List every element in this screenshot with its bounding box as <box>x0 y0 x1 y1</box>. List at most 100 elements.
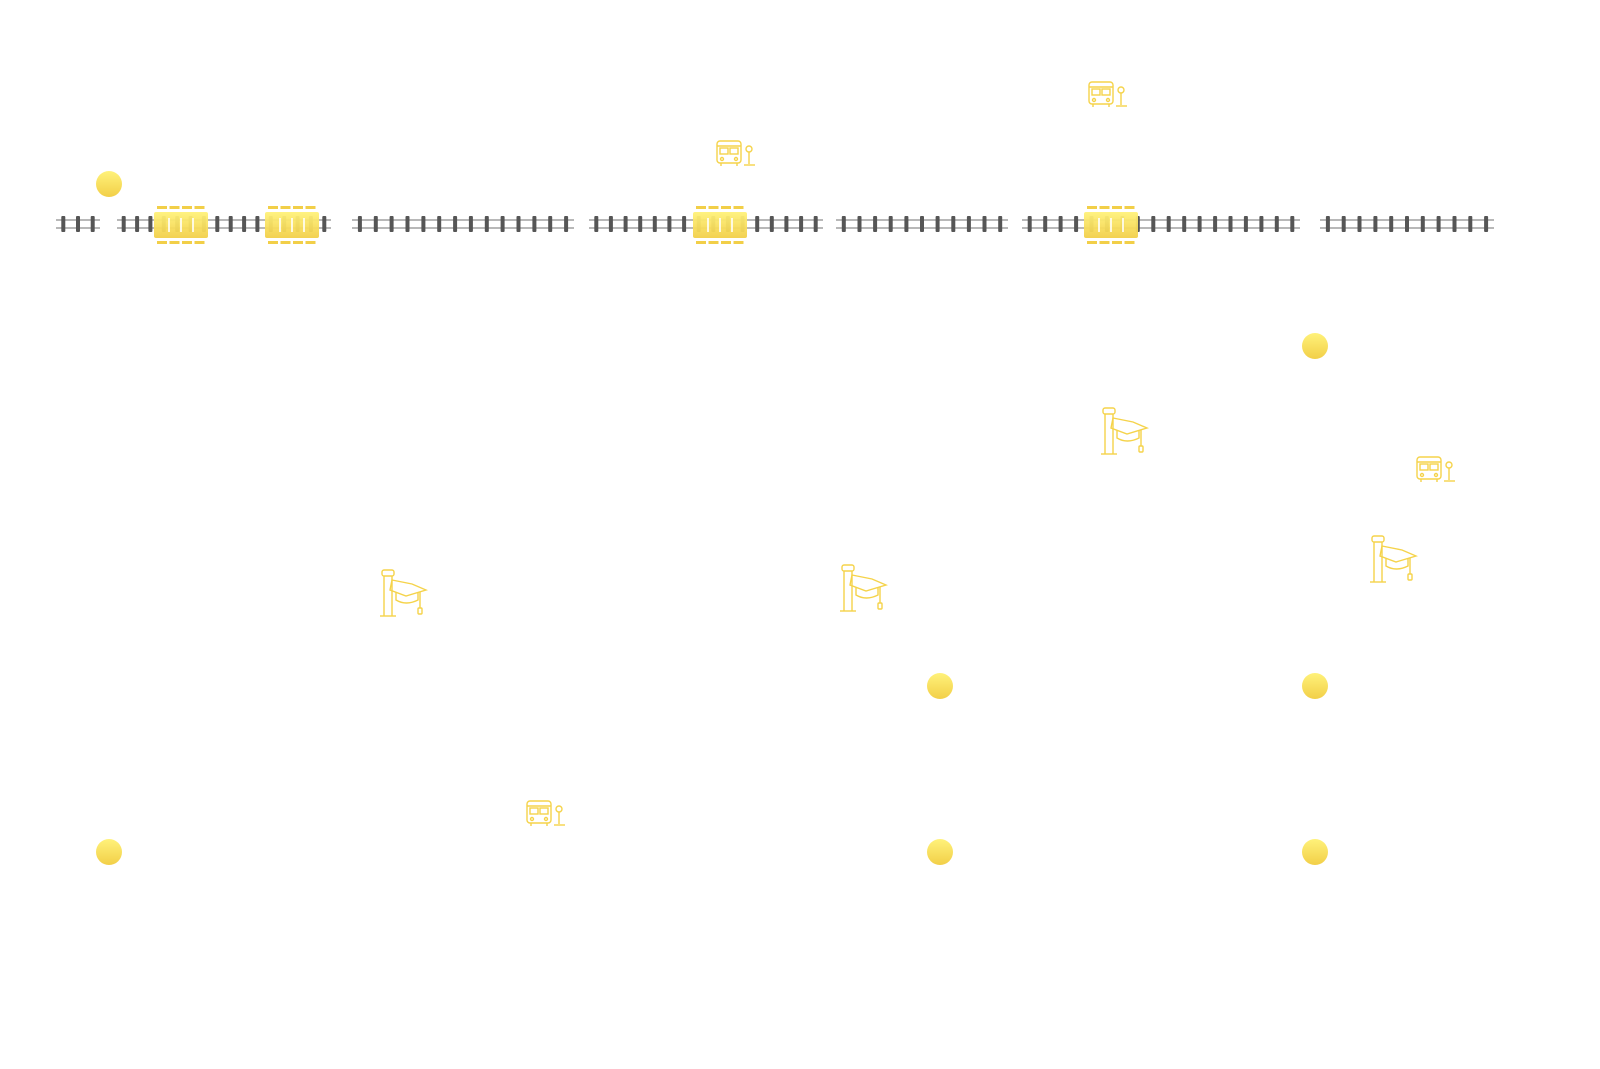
rail-tie <box>1151 216 1156 232</box>
rail <box>1022 227 1300 229</box>
rail-tie <box>1468 216 1473 232</box>
rail-tie <box>652 216 657 232</box>
rail-tie <box>1436 216 1441 232</box>
bus-shape <box>1088 81 1127 107</box>
rail <box>352 227 574 229</box>
rail-tie <box>935 216 940 232</box>
bus-stop-icon[interactable] <box>525 798 567 834</box>
location-marker[interactable] <box>927 839 953 865</box>
rail-tie <box>1325 216 1330 232</box>
rail-tie <box>769 216 774 232</box>
rail-tie <box>1166 216 1171 232</box>
rail-track-segment <box>56 214 100 234</box>
location-marker[interactable] <box>96 839 122 865</box>
location-marker[interactable] <box>1302 333 1328 359</box>
bus-stop-icon[interactable] <box>1087 79 1129 115</box>
rail <box>352 219 574 221</box>
graduation-cap-icon[interactable] <box>836 561 889 617</box>
rail-tie <box>76 216 80 232</box>
rail-tie <box>1290 216 1295 232</box>
cap-shape <box>1101 407 1150 455</box>
station-shape <box>1084 206 1138 244</box>
rail-tie <box>998 216 1003 232</box>
rail-tie <box>813 216 818 232</box>
train-station-marker[interactable] <box>1084 206 1138 244</box>
rail-track-segment <box>352 214 574 234</box>
rail-tie <box>1405 216 1409 232</box>
rail-tie <box>1228 216 1233 232</box>
rail-tie <box>1243 216 1248 232</box>
bus-shape <box>526 800 565 826</box>
location-marker[interactable] <box>96 171 122 197</box>
rail-tie <box>1274 216 1279 232</box>
station-shape <box>693 206 747 244</box>
rail-tie <box>1182 216 1187 232</box>
rail-tie <box>1341 216 1346 232</box>
rail-tie <box>904 216 909 232</box>
rail-tie <box>453 216 458 232</box>
rail-tie <box>468 216 473 232</box>
rail-tie <box>1027 216 1032 232</box>
location-marker[interactable] <box>1302 839 1328 865</box>
rail-tie <box>1058 216 1063 232</box>
rail-tie <box>1389 216 1394 232</box>
rail-tie <box>242 216 247 232</box>
bus-stop-icon[interactable] <box>1415 454 1457 490</box>
rail-tie <box>389 216 394 232</box>
rail-tie <box>548 216 553 232</box>
train-station-marker[interactable] <box>154 206 208 244</box>
rail-tie <box>951 216 956 232</box>
rail-tie <box>920 216 924 232</box>
rail-tie <box>682 216 687 232</box>
graduation-cap-icon[interactable] <box>1097 404 1150 460</box>
rail <box>117 219 331 221</box>
rail <box>1022 219 1300 221</box>
location-marker[interactable] <box>1302 673 1328 699</box>
graduation-cap-icon[interactable] <box>1366 532 1419 588</box>
rail <box>117 227 331 229</box>
rail-tie <box>215 216 220 232</box>
rail-tie <box>405 216 410 232</box>
rail-tie <box>784 216 789 232</box>
rail-tie <box>841 216 846 232</box>
rail-tie <box>1259 216 1264 232</box>
rail-tie <box>421 216 426 232</box>
rail-tie <box>484 216 489 232</box>
rail-tie <box>857 216 862 232</box>
rail-tie <box>500 216 505 232</box>
cap-shape <box>1370 535 1419 583</box>
rail-tie <box>121 216 126 232</box>
bus-stop-icon[interactable] <box>715 138 757 174</box>
rail-tie <box>437 216 442 232</box>
rail-track-segment <box>1320 214 1494 234</box>
rail-tie <box>594 216 599 232</box>
rail-tie <box>799 216 804 232</box>
rail-tie <box>1357 216 1362 232</box>
rail-tie <box>532 216 537 232</box>
location-marker[interactable] <box>927 673 953 699</box>
rail-tie <box>373 216 378 232</box>
rail-tie <box>90 216 95 232</box>
rail-tie <box>608 216 613 232</box>
rail-tie <box>1420 216 1425 232</box>
rail-tie <box>255 216 260 232</box>
station-shape <box>154 206 208 244</box>
rail-tie <box>322 216 327 232</box>
rail-tie <box>1452 216 1457 232</box>
rail-tie <box>357 216 362 232</box>
rail-tie <box>61 216 66 232</box>
graduation-cap-icon[interactable] <box>376 566 429 622</box>
rail-track-segment <box>1022 214 1300 234</box>
train-station-marker[interactable] <box>693 206 747 244</box>
train-station-marker[interactable] <box>265 206 319 244</box>
rail-tie <box>873 216 878 232</box>
rail-tie <box>966 216 971 232</box>
rail-tie <box>982 216 987 232</box>
rail-tie <box>1213 216 1218 232</box>
rail-tie <box>135 216 140 232</box>
bus-shape <box>1416 456 1455 482</box>
station-shape <box>265 206 319 244</box>
rail-tie <box>1197 216 1202 232</box>
rail-tie <box>516 216 521 232</box>
rail-tie <box>1484 216 1489 232</box>
